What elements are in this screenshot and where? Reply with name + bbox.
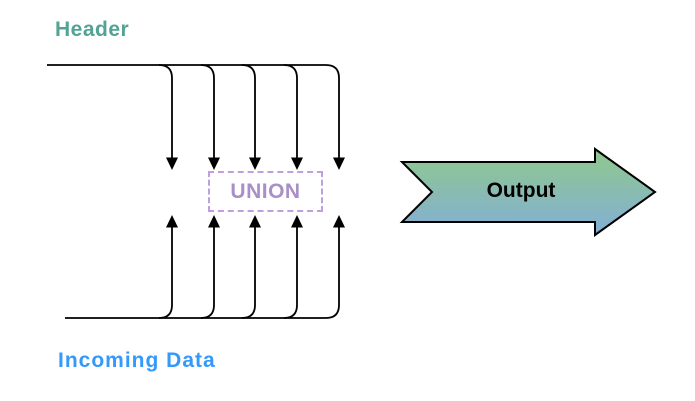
header-stream-line [200,64,215,159]
header-label: Header [55,18,130,41]
union-box: UNION [208,171,323,212]
incoming-stream-line [200,226,215,319]
incoming-stream-line [65,226,340,319]
union-label: UNION [230,179,301,203]
incoming-streams [65,215,345,319]
down-arrowhead-icon [166,157,178,170]
up-arrowhead-icon [249,215,261,228]
incoming-stream-line [283,226,298,319]
output-label: Output [486,179,556,202]
down-arrowhead-icon [249,157,261,170]
down-arrowhead-icon [291,157,303,170]
output-arrow-icon [399,147,657,237]
up-arrowhead-icon [208,215,220,228]
up-arrowhead-icon [333,215,345,228]
header-stream-line [283,64,298,159]
header-streams [47,64,345,170]
header-stream-line [47,64,340,159]
up-arrowhead-icon [291,215,303,228]
header-stream-line [158,64,173,159]
incoming-stream-line [158,226,173,319]
up-arrowhead-icon [166,215,178,228]
header-stream-line [241,64,256,159]
incoming-data-label: Incoming Data [58,349,216,372]
down-arrowhead-icon [333,157,345,170]
incoming-stream-line [241,226,256,319]
down-arrowhead-icon [208,157,220,170]
